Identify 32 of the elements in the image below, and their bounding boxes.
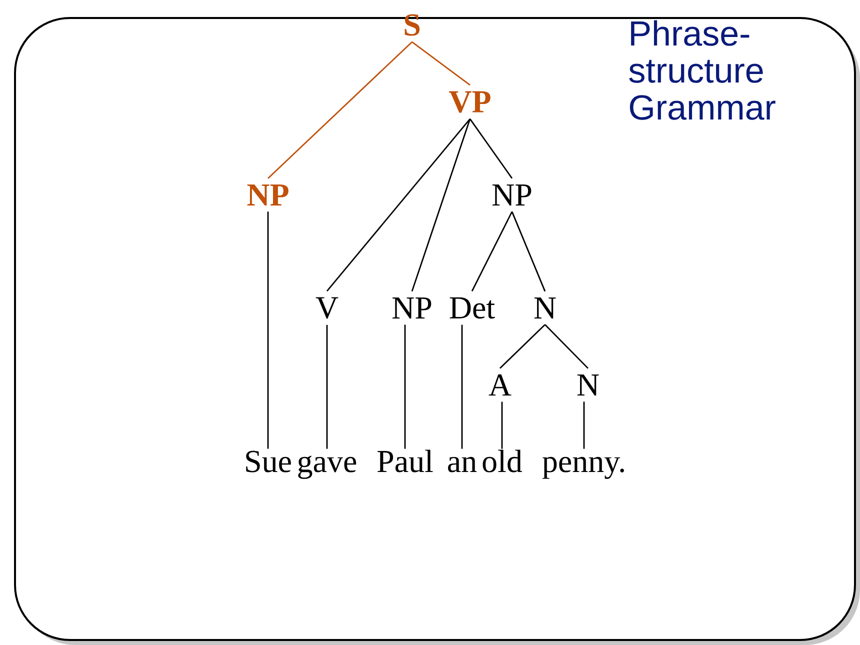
sentence-word: an xyxy=(448,456,477,472)
tree-label: VP xyxy=(449,91,490,113)
sentence-word: penny. xyxy=(542,456,624,479)
tree-branch xyxy=(411,118,471,292)
tree-label: S xyxy=(404,14,420,36)
tree-branch xyxy=(500,324,546,369)
tree-branch xyxy=(469,118,513,179)
sentence-word: Sue xyxy=(246,450,291,472)
tree-branch xyxy=(583,402,585,449)
tree-branch xyxy=(326,118,471,292)
tree-branch xyxy=(501,402,503,449)
tree-branch xyxy=(404,324,406,449)
tree-label: V xyxy=(316,297,338,319)
tree-label: N xyxy=(577,374,599,396)
tree-label: A xyxy=(488,374,512,396)
sentence-word: gave xyxy=(298,456,356,479)
tree-branch xyxy=(544,324,588,369)
tree-branch xyxy=(326,324,328,449)
tree-branch xyxy=(511,211,546,292)
tree-branch xyxy=(461,324,463,449)
tree-branch xyxy=(267,212,269,449)
tree-label: NP xyxy=(492,184,532,206)
tree-label: NP xyxy=(247,184,288,206)
sentence-word: Paul xyxy=(377,450,433,472)
title: Phrase-structure Grammar xyxy=(629,20,776,120)
tree-label: Det xyxy=(450,297,495,319)
tree-label: NP xyxy=(392,298,432,318)
tree-label: N xyxy=(534,298,556,318)
tree-branch xyxy=(412,41,470,86)
tree-branch xyxy=(268,41,412,179)
sentence-word: old xyxy=(482,450,522,472)
tree-branch xyxy=(471,211,513,292)
